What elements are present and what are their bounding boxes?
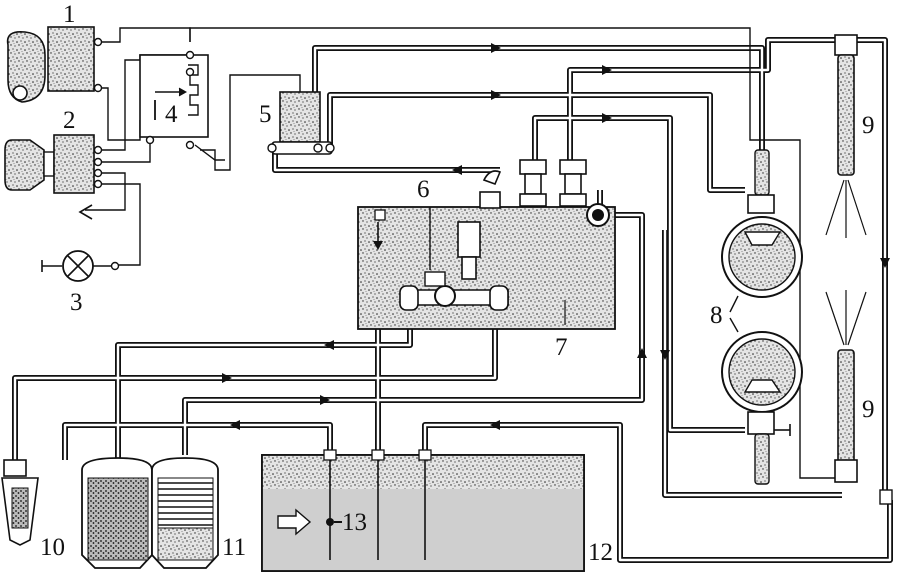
component-9-injector-bottom [825, 290, 893, 505]
label-3: 3 [70, 289, 83, 316]
label-2: 2 [63, 107, 76, 134]
label-10: 10 [40, 534, 65, 561]
component-9-injector-top [825, 34, 867, 238]
component-4-relay [139, 50, 209, 150]
component-2 [4, 134, 103, 194]
wire-arrow-icon [78, 204, 93, 220]
label-13: 13 [342, 509, 367, 536]
label-11: 11 [222, 534, 247, 561]
label-9-top: 9 [862, 112, 875, 139]
component-8-chamber-bottom [721, 331, 803, 485]
component-5-solenoid-valve [267, 91, 335, 155]
label-6: 6 [417, 176, 430, 203]
label-13-leader [334, 521, 342, 523]
flow-arrow-icon [277, 508, 312, 536]
label-9-bottom: 9 [862, 396, 875, 423]
component-11-filters [81, 457, 219, 569]
component-12-tank [261, 449, 585, 572]
component-3-lamp-icon [41, 250, 120, 282]
label-5: 5 [259, 101, 272, 128]
label-4: 4 [165, 101, 178, 128]
label-7: 7 [555, 334, 568, 361]
flow-arrows [222, 43, 890, 430]
component-7-pump [357, 159, 616, 330]
label-1: 1 [63, 1, 76, 28]
component-8-chamber-top [721, 149, 803, 298]
label-12: 12 [588, 539, 613, 566]
component-1 [6, 26, 103, 103]
component-10-prefilter [1, 459, 39, 546]
label-8: 8 [710, 302, 723, 329]
